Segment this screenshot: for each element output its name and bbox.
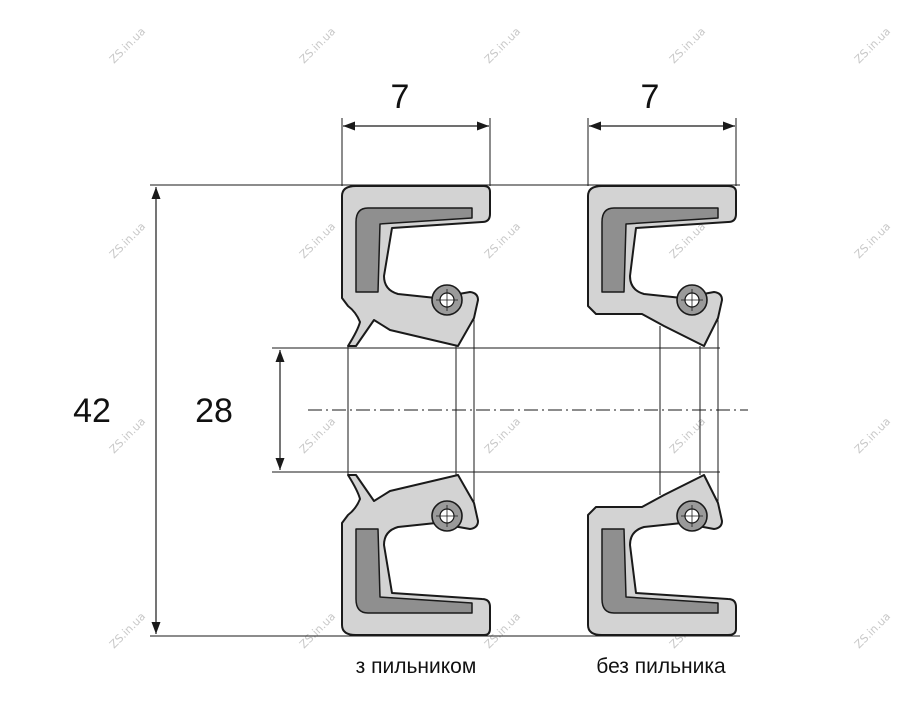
seal-right-top-section [587,185,737,347]
watermark-text: ZS.in.ua [852,415,893,456]
seal-left-top-section [341,185,491,347]
dim-label-outer-diameter: 42 [73,392,111,430]
watermark-text: ZS.in.ua [107,415,148,456]
caption-without-dust-lip: без пильника [596,655,726,678]
watermark-text: ZS.in.ua [297,220,338,261]
watermark-text: ZS.in.ua [482,220,523,261]
dim-label-left-width: 7 [391,78,410,116]
watermark-text: ZS.in.ua [107,610,148,651]
dim-label-right-width: 7 [641,78,660,116]
watermark-text: ZS.in.ua [852,610,893,651]
watermark-text: ZS.in.ua [852,220,893,261]
watermark-text: ZS.in.ua [297,25,338,66]
watermark-text: ZS.in.ua [482,25,523,66]
seal-right-bottom-section [587,474,737,636]
seal-left-bottom-section [341,474,491,636]
watermark-text: ZS.in.ua [482,415,523,456]
watermark-text: ZS.in.ua [852,25,893,66]
watermark-text: ZS.in.ua [667,25,708,66]
watermark-text: ZS.in.ua [297,415,338,456]
watermark-text: ZS.in.ua [297,610,338,651]
caption-with-dust-lip: з пильником [356,655,477,678]
dim-label-inner-diameter: 28 [195,392,233,430]
watermark-text: ZS.in.ua [107,25,148,66]
watermark-text: ZS.in.ua [107,220,148,261]
watermark-text: ZS.in.ua [667,415,708,456]
